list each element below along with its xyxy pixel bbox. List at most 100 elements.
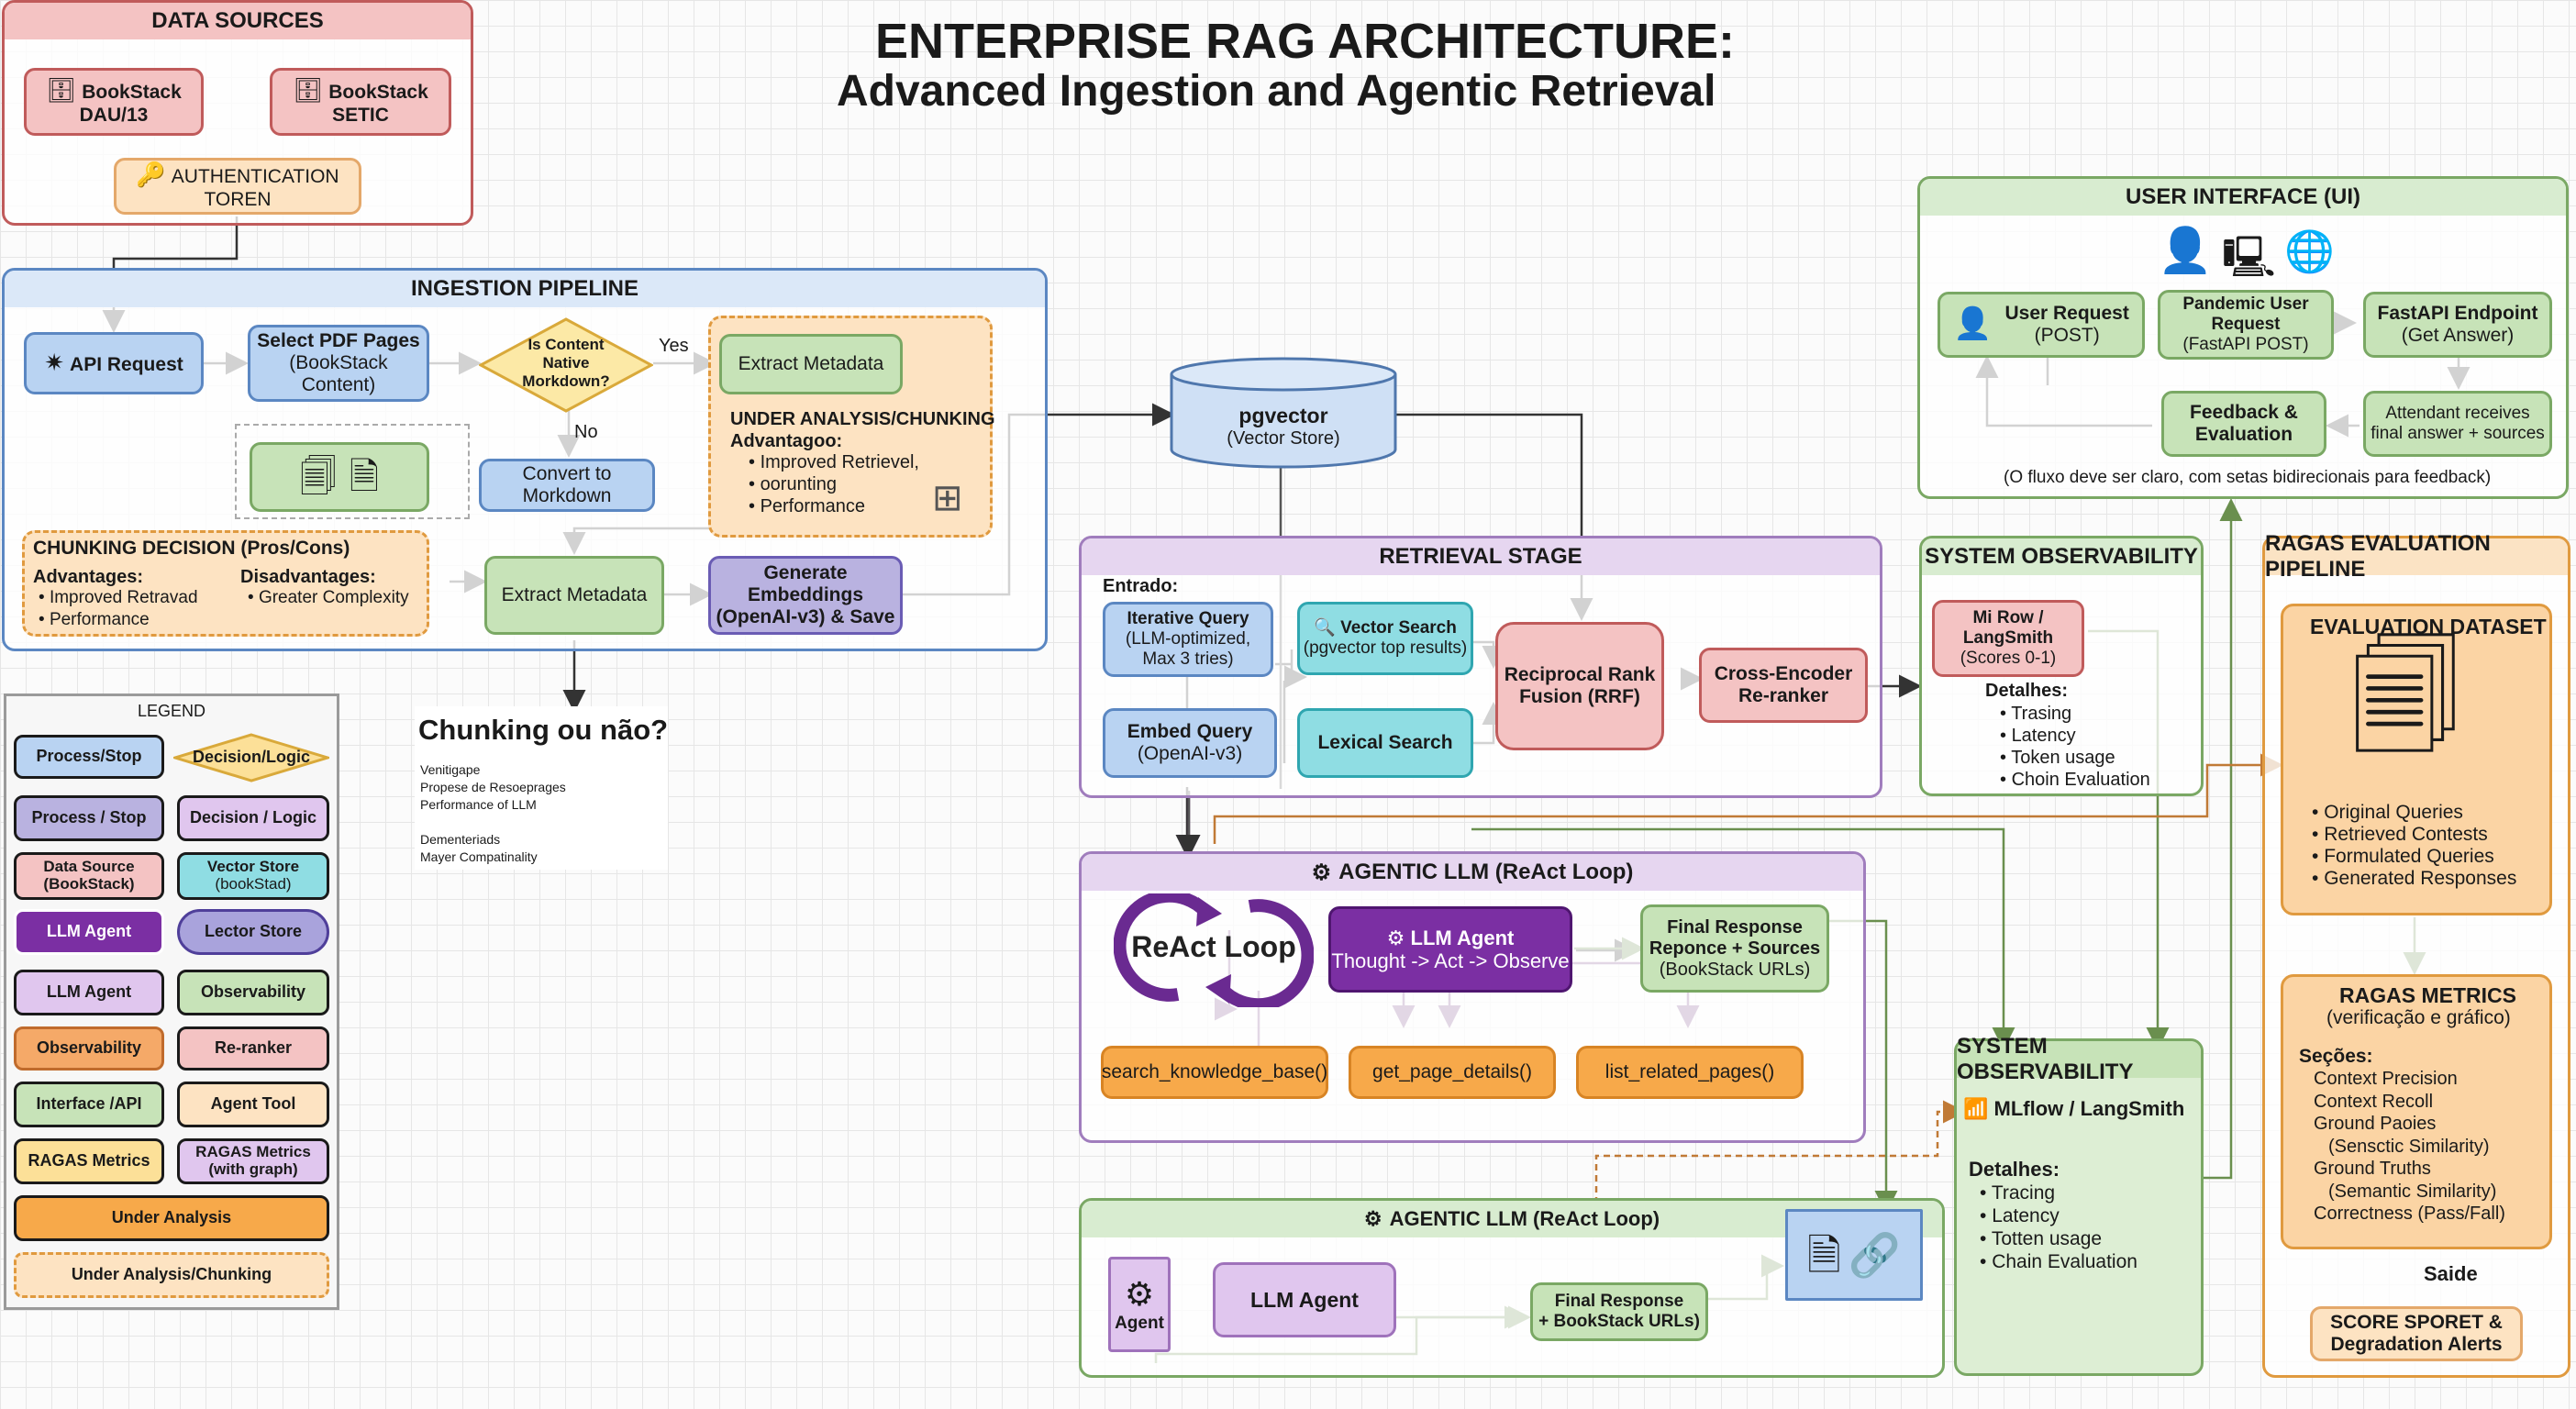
- final-response-node-2[interactable]: Final Response + BookStack URLs): [1530, 1282, 1708, 1341]
- legend-decision-logic: Decision/Logic: [170, 733, 333, 782]
- metrics-sub: (verificação e gráfico): [2326, 1007, 2511, 1028]
- extract-metadata-top-label: Extract Metadata: [738, 352, 884, 374]
- extract-metadata-top-node[interactable]: Extract Metadata: [719, 334, 903, 394]
- rrf-sub: Fusion (RRF): [1519, 686, 1640, 707]
- iterative-query-sub: (LLM-optimized,: [1125, 629, 1251, 649]
- sysobs1-details: Detalhes:: [1985, 681, 2069, 701]
- sysobs2-item: Latency: [1980, 1204, 2137, 1227]
- fastapi-endpoint-node[interactable]: FastAPI Endpoint (Get Answer): [2363, 292, 2552, 358]
- sysobs1-item: Trasing: [2000, 703, 2150, 725]
- bookstack-setic-sub: SETIC: [332, 104, 389, 126]
- document-icon: 🗎: [1806, 1230, 1841, 1279]
- link-icon: 🔗: [1848, 1230, 1902, 1279]
- final-response-node[interactable]: Final Response Reponce + Sources (BookSt…: [1640, 904, 1829, 993]
- sysobs1-item: Token usage: [2000, 747, 2150, 769]
- rerank-label: Cross-Encoder: [1714, 662, 1853, 684]
- llm-agent-react-node[interactable]: ⚙ LLM Agent Thought -> Act -> Observe: [1328, 906, 1572, 993]
- sysobs2-list: Tracing Latency Totten usage Chain Evalu…: [1980, 1182, 2137, 1273]
- api-request-node[interactable]: ✷API Request: [24, 332, 204, 394]
- tool-list-related-pages[interactable]: list_related_pages(): [1576, 1046, 1804, 1099]
- search-icon: 🔍: [1314, 618, 1336, 638]
- metrics-title: RAGAS METRICS: [2339, 983, 2516, 1007]
- legend-label: Decision / Logic: [189, 808, 317, 827]
- cross-encoder-node[interactable]: Cross-Encoder Re-ranker: [1699, 648, 1868, 723]
- agentic1-header: AGENTIC LLM (ReAct Loop): [1338, 860, 1634, 884]
- legend-label: Process/Stop: [36, 747, 142, 766]
- bookstack-setic-source[interactable]: 🗄BookStack SETIC: [270, 68, 451, 136]
- sysobs2-header: SYSTEM OBSERVABILITY: [1957, 1034, 2201, 1084]
- user-icon: 👤: [1953, 306, 1993, 342]
- react-loop-graphic: ReAct Loop: [1113, 889, 1315, 1012]
- advantage-item: Performance: [39, 609, 198, 631]
- sysobs1-header: SYSTEM OBSERVABILITY: [1922, 538, 2201, 575]
- chunking-note-spacer: [420, 814, 566, 831]
- legend-vector-store: Vector Store(bookStad): [177, 852, 329, 900]
- legend-label: LLM Agent: [46, 982, 132, 1002]
- ragas-metrics-box: [2281, 974, 2552, 1249]
- generate-embeddings-node[interactable]: Generate Embeddings (OpenAI-v3) & Save: [708, 556, 903, 635]
- documents-icon: 🗐: [299, 457, 337, 497]
- convert-markdown-node[interactable]: Convert to Morkdown: [479, 459, 655, 512]
- dataset-item: Original Queries: [2312, 802, 2516, 824]
- iterative-query-node[interactable]: Iterative Query (LLM-optimized, Max 3 tr…: [1103, 602, 1273, 677]
- extract-metadata-node[interactable]: Extract Metadata: [484, 556, 664, 635]
- database-icon: 🗄: [293, 75, 324, 104]
- mlflow-scores-node[interactable]: Mi Row / LangSmith (Scores 0-1): [1932, 600, 2084, 677]
- dataset-title: EVALUATION DATASET: [2310, 615, 2547, 638]
- select-pdf-label: Select PDF Pages: [257, 329, 420, 351]
- rrf-node[interactable]: Reciprocal Rank Fusion (RRF): [1495, 622, 1664, 750]
- legend-label: (BookStack): [43, 875, 135, 893]
- bar-chart-icon: 📶: [1963, 1097, 1989, 1120]
- decision-diamond: [477, 317, 655, 413]
- rrf-label: Reciprocal Rank: [1504, 663, 1656, 685]
- globe-icon: 🌐: [2284, 229, 2335, 274]
- attendant-receives-node[interactable]: Attendant receives final answer + source…: [2363, 391, 2552, 457]
- sysobs2-item: Chain Evaluation: [1980, 1250, 2137, 1273]
- agent-node[interactable]: ⚙ Agent: [1108, 1257, 1171, 1352]
- legend-panel: LEGEND Process/Stop Decision/Logic Proce…: [4, 693, 339, 1310]
- legend-label: Under Analysis/Chunking: [71, 1265, 272, 1284]
- dataset-documents-icon: 🗐: [2350, 637, 2460, 760]
- dataset-item: Formulated Queries: [2312, 846, 2516, 868]
- vector-search-node[interactable]: 🔍 Vector Search (pgvector top results): [1297, 602, 1473, 675]
- pandemic-user-request-node[interactable]: Pandemic User Request (FastAPI POST): [2158, 290, 2334, 360]
- vector-search-sub: (pgvector top results): [1303, 638, 1468, 658]
- brain-icon: ⚙: [1311, 860, 1332, 885]
- vector-search-label: Vector Search: [1340, 618, 1457, 638]
- select-pdf-node[interactable]: Select PDF Pages (BookStack Content): [248, 325, 429, 402]
- authentication-token[interactable]: 🔑AUTHENTICATION TOREN: [114, 158, 361, 215]
- retrieval-header: RETRIEVAL STAGE: [1082, 538, 1880, 575]
- feedback-evaluation-node[interactable]: Feedback & Evaluation: [2161, 391, 2326, 457]
- lexical-search-node[interactable]: Lexical Search: [1297, 708, 1473, 778]
- sysobs2-item: Tracing: [1980, 1182, 2137, 1204]
- llm-agent-node-2[interactable]: LLM Agent: [1213, 1262, 1396, 1337]
- legend-label: Observability: [200, 982, 306, 1002]
- no-label: No: [574, 422, 598, 442]
- tool1-label: search_knowledge_base(): [1101, 1060, 1328, 1082]
- agentic1-header-bar: ⚙AGENTIC LLM (ReAct Loop): [1082, 854, 1863, 891]
- analysis-item: oorunting: [749, 473, 919, 495]
- legend-decision-logic-2: Decision / Logic: [177, 795, 329, 841]
- ui-header: USER INTERFACE (UI): [1920, 179, 2566, 216]
- pgvector-store[interactable]: pgvector (Vector Store): [1169, 356, 1398, 470]
- chunking-note-title: Chunking ou não?: [418, 714, 669, 746]
- document-pages-node[interactable]: 🗐 🗎: [250, 442, 429, 512]
- embed-label: Generate Embeddings: [747, 561, 863, 605]
- document-link-node[interactable]: 🗎 🔗: [1785, 1209, 1923, 1301]
- legend-label: Interface /API: [36, 1094, 142, 1114]
- user-request-node[interactable]: 👤 User Request(POST): [1938, 292, 2145, 358]
- hierarchy-icon: ⊞: [932, 478, 963, 518]
- embed-query-node[interactable]: Embed Query (OpenAI-v3): [1103, 708, 1277, 778]
- legend-label: Process / Stop: [31, 808, 147, 827]
- tool-get-page-details[interactable]: get_page_details(): [1349, 1046, 1556, 1099]
- cylinder-shape: [1170, 357, 1397, 469]
- react-loop-label: ReAct Loop: [1131, 930, 1296, 963]
- native-markdown-decision[interactable]: Is Content Native Morkdown?: [477, 317, 655, 413]
- tool-search-knowledge-base[interactable]: search_knowledge_base(): [1101, 1046, 1328, 1099]
- analysis-sub: Advantagoo:: [730, 431, 843, 451]
- legend-label: Observability: [36, 1038, 142, 1058]
- embed-query-sub: (OpenAI-v3): [1137, 743, 1243, 764]
- decision-line2: Native: [542, 354, 590, 372]
- score-report-node[interactable]: SCORE SPORET & Degradation Alerts: [2310, 1306, 2523, 1361]
- bookstack-dau-source[interactable]: 🗄BookStack DAU/13: [24, 68, 204, 136]
